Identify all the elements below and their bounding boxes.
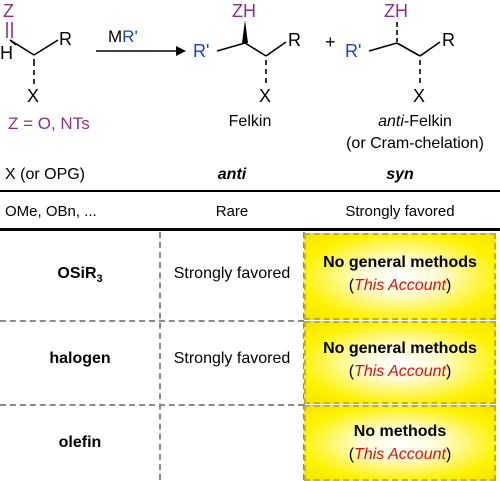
row-3-syn-highlight <box>304 405 496 481</box>
first-row-anti: Rare <box>215 203 249 220</box>
row-label-halogen: halogen <box>49 350 111 367</box>
reagent-label: MR' <box>108 27 138 46</box>
anti-x-label: X <box>413 86 425 106</box>
row-3-syn-main: No methods <box>353 423 447 440</box>
row-2-syn-highlight <box>304 321 496 404</box>
row-1-syn-ref: (This Account) <box>348 277 452 294</box>
row-2-anti: Strongly favored <box>173 350 291 367</box>
anti-rprime-label: R' <box>345 41 361 61</box>
first-row-label: OMe, OBn, ... <box>5 203 97 220</box>
row-divider-2 <box>0 404 304 406</box>
substrate-z-label: Z <box>3 1 14 21</box>
felkin-rprime-label: R' <box>193 41 209 61</box>
column-divider-1 <box>159 232 161 480</box>
cram-chelation-caption: (or Cram-chelation) <box>346 135 484 152</box>
row-3-syn-ref: (This Account) <box>348 446 452 463</box>
substrate-structure: Z H R X <box>0 1 72 106</box>
felkin-zh-label: ZH <box>232 1 256 21</box>
felkin-r-label: R <box>288 30 301 50</box>
row-1-syn-main: No general methods <box>323 254 477 271</box>
anti-felkin-caption: anti-Felkin <box>378 113 452 130</box>
plus-sign: + <box>325 32 336 52</box>
header-rule <box>0 190 500 192</box>
felkin-x-label: X <box>259 86 271 106</box>
first-row-syn: Strongly favored <box>345 203 455 220</box>
row-label-olefin: olefin <box>58 434 102 451</box>
felkin-product-structure: ZH R' R X <box>193 1 301 106</box>
row-1-syn-highlight <box>304 233 496 320</box>
anti-r-label: R <box>442 30 455 50</box>
z-definition: Z = O, NTs <box>8 114 90 133</box>
row-1-anti: Strongly favored <box>173 265 291 282</box>
felkin-caption: Felkin <box>228 113 272 130</box>
row-label-osir3: OSiR3 <box>57 265 103 286</box>
substrate-x-label: X <box>27 86 39 106</box>
row-divider-1 <box>0 320 304 322</box>
anti-felkin-product-structure: ZH R' R X <box>345 1 455 106</box>
arrowhead-icon <box>176 46 186 56</box>
substrate-r-label: R <box>59 29 72 49</box>
substrate-h-label: H <box>0 43 13 63</box>
body-top-rule <box>0 228 500 231</box>
column-header-anti: anti <box>217 166 247 183</box>
row-2-syn-main: No general methods <box>323 340 477 357</box>
reaction-scheme: Z H R X Z = O, NTs MR' ZH R' R X + ZH <box>0 1 455 133</box>
column-header-x: X (or OPG) <box>5 166 86 183</box>
row-2-syn-ref: (This Account) <box>348 363 452 380</box>
column-header-syn: syn <box>386 166 414 183</box>
anti-zh-label: ZH <box>384 1 408 21</box>
